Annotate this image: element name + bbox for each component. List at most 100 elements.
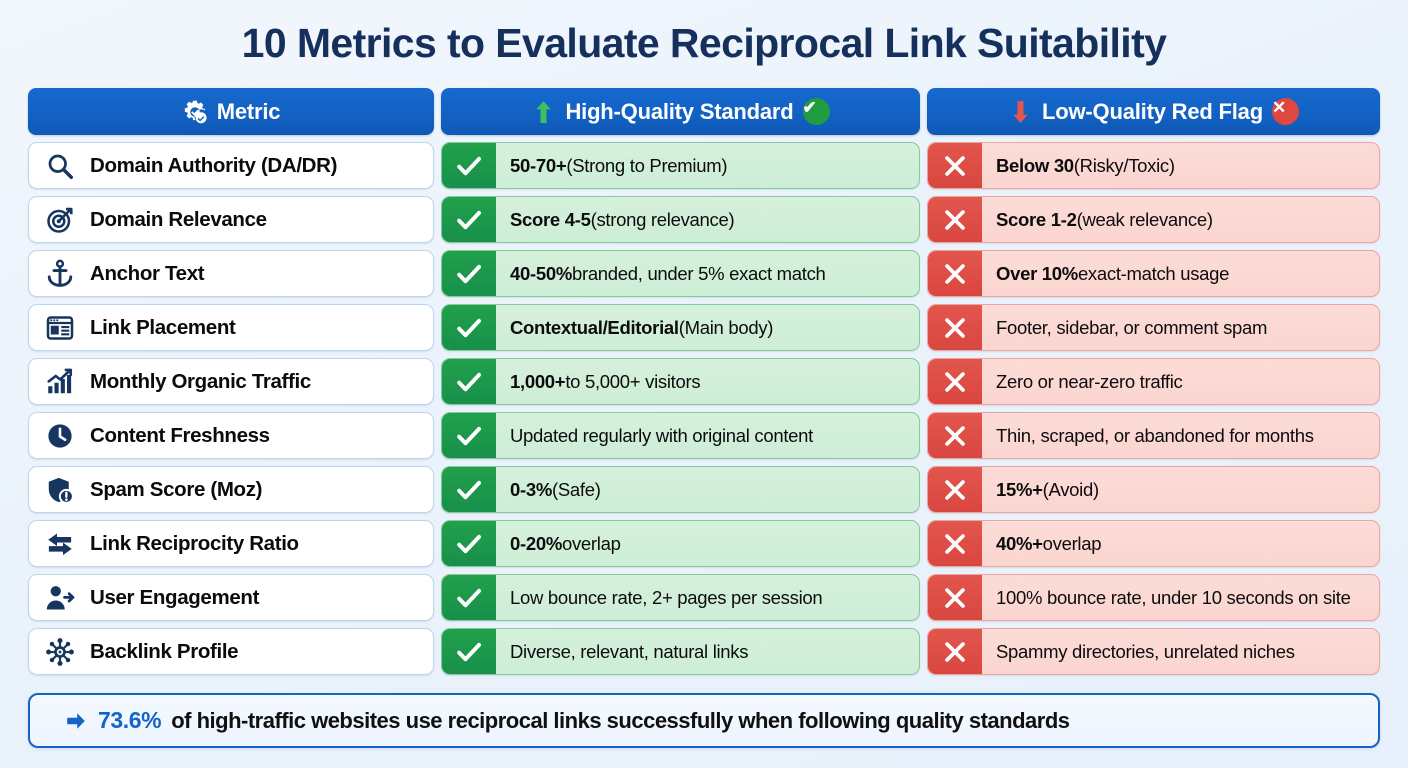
low-quality-text: Zero or near-zero traffic [982, 359, 1379, 404]
high-quality-emphasis: 0-20% [510, 532, 562, 554]
metric-cell: Backlink Profile [28, 628, 434, 675]
low-quality-emphasis: Over 10% [996, 262, 1078, 284]
high-quality-cell: Diverse, relevant, natural links [441, 628, 920, 675]
low-quality-detail: 100% bounce rate, under 10 seconds on si… [996, 586, 1351, 608]
x-icon [928, 575, 982, 620]
low-quality-emphasis: Score 1-2 [996, 208, 1077, 230]
table-row: Link Reciprocity Ratio 0-20% overlap 40%+ … [28, 520, 1380, 567]
metric-cell: Spam Score (Moz) [28, 466, 434, 513]
low-quality-detail: (Avoid) [1042, 478, 1099, 500]
metric-cell: Anchor Text [28, 250, 434, 297]
metric-label: User Engagement [90, 585, 260, 609]
header-low-quality: Low-Quality Red Flag ✕ [927, 88, 1380, 135]
x-icon [928, 413, 982, 458]
table-row: Monthly Organic Traffic 1,000+ to 5,000+ … [28, 358, 1380, 405]
high-quality-text: Diverse, relevant, natural links [496, 629, 919, 674]
low-quality-text: Score 1-2 (weak relevance) [982, 197, 1379, 242]
metric-cell: Link Reciprocity Ratio [28, 520, 434, 567]
gear-check-icon [184, 100, 207, 123]
high-quality-cell: 40-50% branded, under 5% exact match [441, 250, 920, 297]
table-body: Domain Authority (DA/DR) 50-70+ (Strong t… [28, 142, 1380, 675]
low-quality-detail: Thin, scraped, or abandoned for months [996, 424, 1314, 446]
high-quality-emphasis: 1,000+ [510, 370, 566, 392]
high-quality-cell: 0-20% overlap [441, 520, 920, 567]
low-quality-detail: exact-match usage [1077, 262, 1230, 284]
table-row: User Engagement Low bounce rate, 2+ pages… [28, 574, 1380, 621]
high-quality-text: Low bounce rate, 2+ pages per session [496, 575, 919, 620]
high-quality-detail: (Strong to Premium) [566, 154, 728, 176]
low-quality-text: 40%+ overlap [982, 521, 1379, 566]
header-metric: Metric [28, 88, 434, 135]
high-quality-cell: 0-3% (Safe) [441, 466, 920, 513]
anchor-icon [47, 259, 73, 287]
x-icon [928, 143, 982, 188]
low-quality-detail: (Risky/Toxic) [1073, 154, 1175, 176]
high-quality-text: Score 4-5 (strong relevance) [496, 197, 919, 242]
low-quality-cell: Footer, sidebar, or comment spam [927, 304, 1380, 351]
low-quality-text: Footer, sidebar, or comment spam [982, 305, 1379, 350]
low-quality-text: Thin, scraped, or abandoned for months [982, 413, 1379, 458]
high-quality-text: 1,000+ to 5,000+ visitors [496, 359, 919, 404]
table-row: Backlink Profile Diverse, relevant, natur… [28, 628, 1380, 675]
check-icon [442, 629, 496, 674]
footer-text: of high-traffic websites use reciprocal … [171, 707, 1070, 733]
low-quality-text: Spammy directories, unrelated niches [982, 629, 1379, 674]
metric-label: Link Reciprocity Ratio [90, 531, 299, 555]
low-quality-text: Below 30 (Risky/Toxic) [982, 143, 1379, 188]
high-quality-detail: (Safe) [552, 478, 601, 500]
metric-label: Monthly Organic Traffic [90, 369, 311, 393]
table-row: Domain Authority (DA/DR) 50-70+ (Strong t… [28, 142, 1380, 189]
high-quality-detail: (strong relevance) [590, 208, 735, 230]
footer-percent: 73.6% [98, 707, 162, 733]
x-icon [928, 521, 982, 566]
header-high-quality-label: High-Quality Standard [565, 98, 794, 124]
right-arrow-icon [67, 712, 85, 729]
low-quality-cell: 100% bounce rate, under 10 seconds on si… [927, 574, 1380, 621]
x-icon [928, 305, 982, 350]
high-quality-cell: 50-70+ (Strong to Premium) [441, 142, 920, 189]
high-quality-text: Updated regularly with original content [496, 413, 919, 458]
low-quality-cell: Over 10% exact-match usage [927, 250, 1380, 297]
low-quality-emphasis: 15%+ [996, 478, 1043, 500]
check-icon [442, 251, 496, 296]
up-arrow-icon [536, 100, 552, 123]
high-quality-detail: branded, under 5% exact match [571, 262, 826, 284]
exchange-arrows-icon [48, 533, 72, 555]
low-quality-cell: 40%+ overlap [927, 520, 1380, 567]
metric-cell: Content Freshness [28, 412, 434, 459]
metrics-table: Metric High-Quality Standard ✔ Low-Quali… [28, 88, 1380, 682]
high-quality-text: 40-50% branded, under 5% exact match [496, 251, 919, 296]
network-node-icon [46, 637, 74, 666]
metric-label: Domain Relevance [90, 207, 267, 231]
magnifier-icon [48, 154, 73, 179]
metric-label: Spam Score (Moz) [90, 477, 263, 501]
metric-cell: Domain Authority (DA/DR) [28, 142, 434, 189]
check-icon [442, 413, 496, 458]
header-metric-label: Metric [216, 98, 281, 124]
high-quality-emphasis: 0-3% [510, 478, 552, 500]
check-icon [442, 359, 496, 404]
high-quality-cell: Low bounce rate, 2+ pages per session [441, 574, 920, 621]
high-quality-detail: Updated regularly with original content [510, 424, 813, 446]
low-quality-text: 15%+ (Avoid) [982, 467, 1379, 512]
low-quality-detail: (weak relevance) [1076, 208, 1213, 230]
metric-label: Anchor Text [90, 261, 205, 285]
high-quality-emphasis: 50-70+ [510, 154, 567, 176]
low-quality-text: Over 10% exact-match usage [982, 251, 1379, 296]
high-quality-cell: Score 4-5 (strong relevance) [441, 196, 920, 243]
footer-stat-banner: 73.6% of high-traffic websites use recip… [28, 693, 1380, 748]
high-quality-cell: 1,000+ to 5,000+ visitors [441, 358, 920, 405]
shield-alert-icon [48, 477, 74, 504]
metric-cell: Monthly Organic Traffic [28, 358, 434, 405]
x-circle-icon: ✕ [1271, 98, 1299, 125]
high-quality-emphasis: Contextual/Editorial [510, 316, 679, 338]
x-icon [928, 629, 982, 674]
page-title: 10 Metrics to Evaluate Reciprocal Link S… [241, 20, 1167, 66]
low-quality-cell: Below 30 (Risky/Toxic) [927, 142, 1380, 189]
x-icon [928, 251, 982, 296]
check-circle-icon: ✔ [802, 98, 830, 125]
high-quality-emphasis: Score 4-5 [510, 208, 591, 230]
high-quality-text: 50-70+ (Strong to Premium) [496, 143, 919, 188]
metric-label: Link Placement [90, 315, 236, 339]
